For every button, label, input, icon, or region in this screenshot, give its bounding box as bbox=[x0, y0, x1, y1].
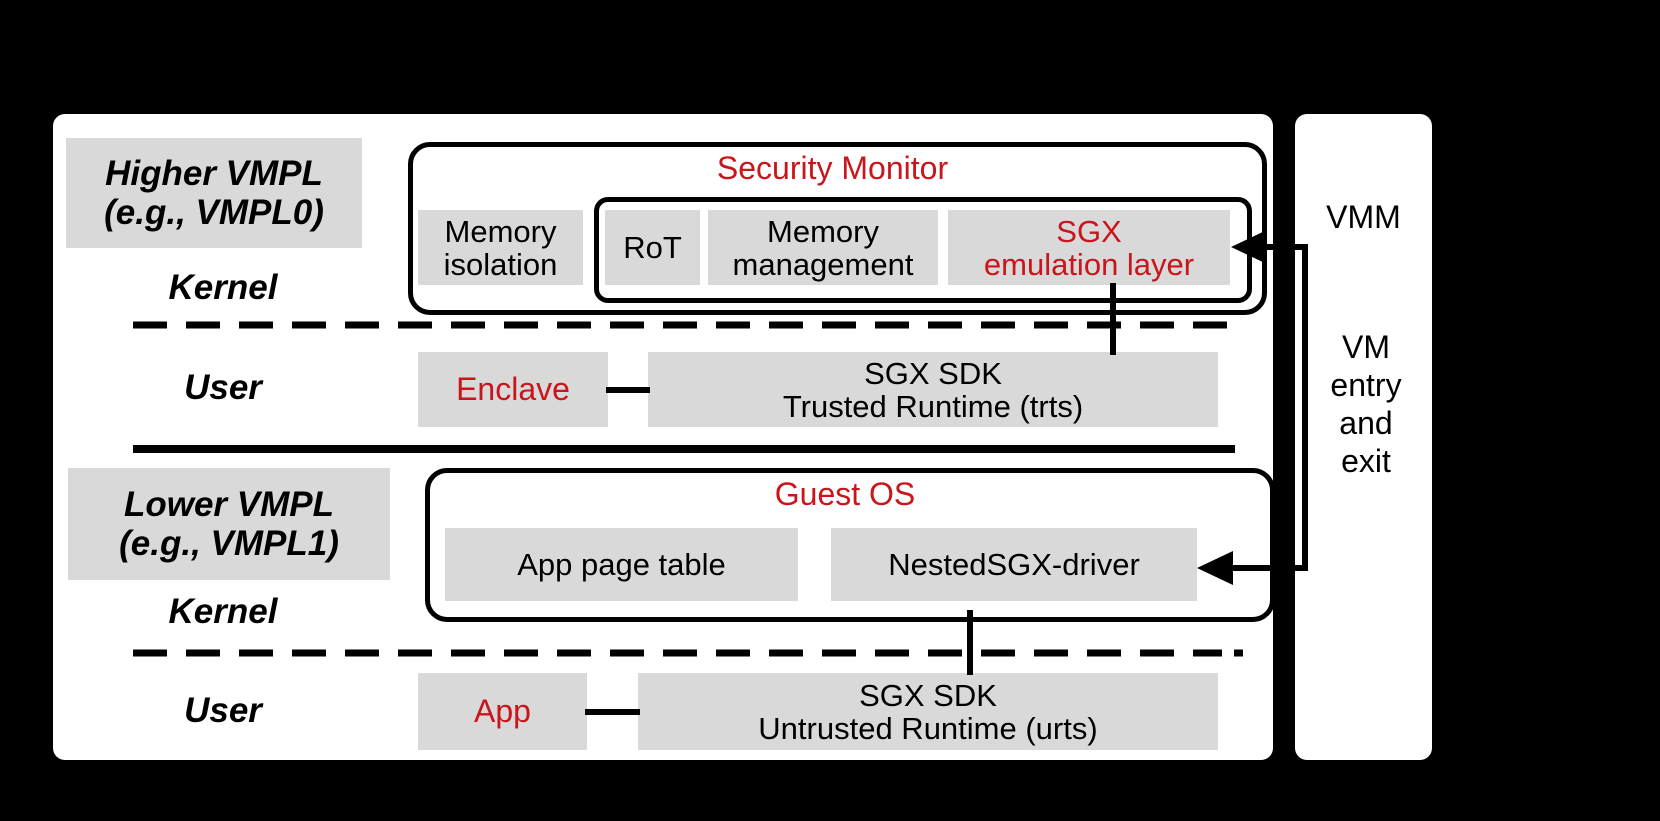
untrusted-runtime-chip: SGX SDK Untrusted Runtime (urts) bbox=[638, 673, 1218, 750]
vm-entry-exit-line1: VM bbox=[1342, 329, 1390, 365]
user-label-lower: User bbox=[184, 691, 262, 730]
app-page-table-label: App page table bbox=[517, 547, 726, 582]
vmm-panel bbox=[1295, 114, 1432, 760]
trts-line1: SGX SDK bbox=[864, 355, 1002, 391]
trts-line2: Trusted Runtime (trts) bbox=[782, 388, 1084, 424]
sgx-emulation-line2: emulation layer bbox=[983, 246, 1195, 282]
lower-vmpl-line1: Lower VMPL bbox=[123, 485, 335, 524]
lower-vmpl-line2: (e.g., VMPL1) bbox=[119, 524, 339, 563]
memory-isolation-chip: Memory isolation bbox=[418, 210, 583, 285]
app-chip: App bbox=[418, 673, 587, 750]
nested-sgx-driver-label: NestedSGX-driver bbox=[888, 547, 1140, 582]
memory-management-chip: Memory management bbox=[708, 210, 938, 285]
guest-os-box bbox=[425, 468, 1275, 622]
memory-isolation-label: Memory isolation bbox=[443, 213, 558, 282]
vm-entry-exit-line2: entry bbox=[1330, 367, 1402, 403]
enclave-chip: Enclave bbox=[418, 352, 608, 427]
higher-vmpl-line2: (e.g., VMPL0) bbox=[104, 193, 324, 232]
user-label-upper: User bbox=[184, 368, 262, 407]
vm-entry-exit-line4: exit bbox=[1341, 443, 1391, 479]
guest-os-title: Guest OS bbox=[774, 476, 916, 512]
kernel-label-upper: Kernel bbox=[168, 268, 278, 307]
sgx-emulation-line1: SGX bbox=[1056, 213, 1122, 249]
nested-sgx-driver-chip: NestedSGX-driver bbox=[831, 528, 1197, 601]
app-page-table-chip: App page table bbox=[445, 528, 798, 601]
rot-label: RoT bbox=[623, 230, 682, 265]
memory-management-label: Memory management bbox=[732, 213, 914, 282]
urts-line1: SGX SDK bbox=[859, 677, 997, 713]
security-monitor-box bbox=[408, 142, 1267, 315]
sgx-emulation-layer-chip: SGX emulation layer bbox=[948, 210, 1230, 285]
kernel-label-lower: Kernel bbox=[168, 592, 278, 631]
vm-entry-exit-label: VM entry and exit bbox=[1300, 328, 1432, 480]
higher-vmpl-label: Higher VMPL (e.g., VMPL0) bbox=[66, 138, 362, 248]
security-monitor-title: Security Monitor bbox=[716, 150, 949, 186]
urts-line2: Untrusted Runtime (urts) bbox=[758, 710, 1098, 746]
vm-entry-exit-line3: and bbox=[1339, 405, 1393, 441]
enclave-label: Enclave bbox=[456, 371, 570, 407]
lower-vmpl-label: Lower VMPL (e.g., VMPL1) bbox=[68, 468, 390, 580]
higher-vmpl-line1: Higher VMPL bbox=[105, 154, 323, 193]
app-label: App bbox=[474, 693, 531, 729]
trusted-runtime-chip: SGX SDK Trusted Runtime (trts) bbox=[648, 352, 1218, 427]
vmm-title: VMM bbox=[1326, 199, 1401, 235]
rot-chip: RoT bbox=[605, 210, 700, 285]
